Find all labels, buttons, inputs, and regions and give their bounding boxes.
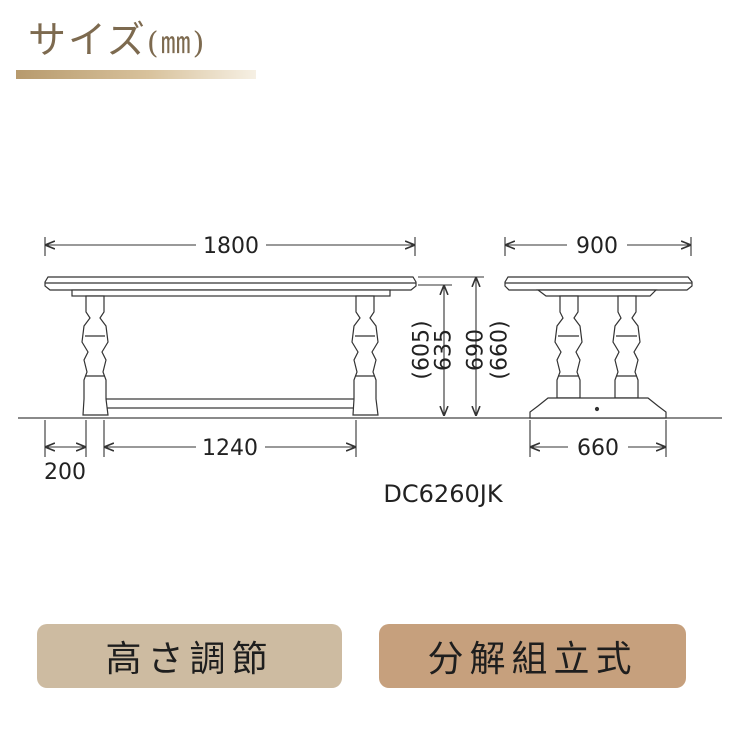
dim-height-4-label: (660) [488,320,513,379]
page-title: サイズ(㎜) [28,18,207,62]
dim-leg-span-label: 1240 [202,436,258,461]
side-view-table [504,276,693,419]
dim-length-label: 1800 [203,234,259,259]
dim-height-2-label: 635 [432,329,457,371]
dim-height-3-label: 690 [464,329,489,371]
knockdown-badge: 分解組立式 [379,624,686,688]
title-underline [16,70,256,79]
model-number: DC6260JK [383,480,503,508]
dim-leg-offset-label: 200 [44,460,86,485]
dim-base-width-label: 660 [577,436,619,461]
front-view-table [44,276,417,416]
height-adjust-badge: 高さ調節 [37,624,342,688]
dim-depth-label: 900 [576,234,618,259]
dim-height-1-label: (605) [410,320,435,379]
